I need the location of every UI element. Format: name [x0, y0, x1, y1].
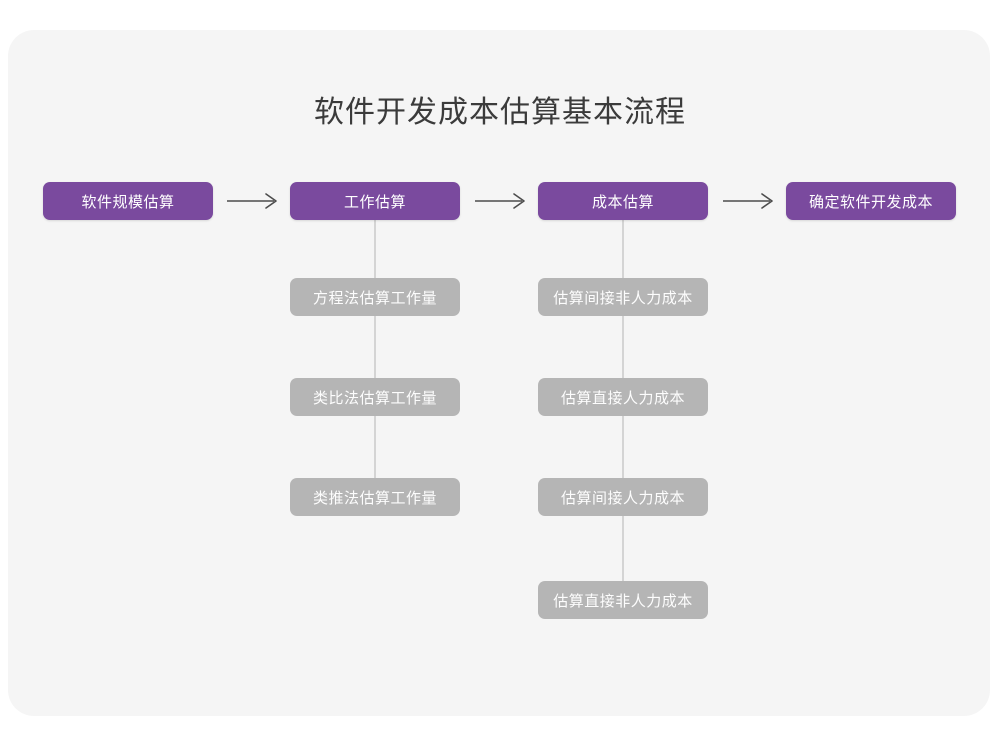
stage-node-label: 确定软件开发成本: [808, 193, 933, 211]
substep-node-label: 方程法估算工作量: [312, 289, 437, 307]
substep-node-indirect-labor-cost[interactable]: 估算间接人力成本: [538, 478, 708, 516]
substep-node-direct-labor-cost[interactable]: 估算直接人力成本: [538, 378, 708, 416]
substep-node-analogy-method-effort[interactable]: 类比法估算工作量: [290, 378, 460, 416]
stage-node-label: 软件规模估算: [81, 193, 175, 211]
diagram-card-background: [8, 30, 990, 716]
page-title: 软件开发成本估算基本流程: [314, 96, 686, 129]
stage-node-determine-development-cost[interactable]: 确定软件开发成本: [786, 182, 956, 220]
right-arrow-icon-stage1-stage2: [226, 191, 282, 211]
substep-node-indirect-nonlabor-cost[interactable]: 估算间接非人力成本: [538, 278, 708, 316]
substep-node-label: 类推法估算工作量: [312, 489, 437, 507]
substep-node-label: 类比法估算工作量: [312, 389, 437, 407]
substep-node-label: 估算直接人力成本: [560, 389, 685, 407]
stage-node-cost-estimation[interactable]: 成本估算: [538, 182, 708, 220]
right-arrow-icon-stage3-stage4: [722, 191, 778, 211]
substep-node-label: 估算间接非人力成本: [553, 289, 693, 307]
stage-node-software-size-estimation[interactable]: 软件规模估算: [43, 182, 213, 220]
substep-node-label: 估算间接人力成本: [560, 489, 685, 507]
substep-node-inference-method-effort[interactable]: 类推法估算工作量: [290, 478, 460, 516]
stage-node-label: 成本估算: [591, 193, 654, 211]
substep-node-equation-method-effort[interactable]: 方程法估算工作量: [290, 278, 460, 316]
stage-node-effort-estimation[interactable]: 工作估算: [290, 182, 460, 220]
right-arrow-icon-stage2-stage3: [474, 191, 530, 211]
substep-node-label: 估算直接非人力成本: [553, 592, 693, 610]
connector-line-stage-2: [374, 219, 376, 496]
substep-node-direct-nonlabor-cost[interactable]: 估算直接非人力成本: [538, 581, 708, 619]
stage-node-label: 工作估算: [343, 193, 406, 211]
